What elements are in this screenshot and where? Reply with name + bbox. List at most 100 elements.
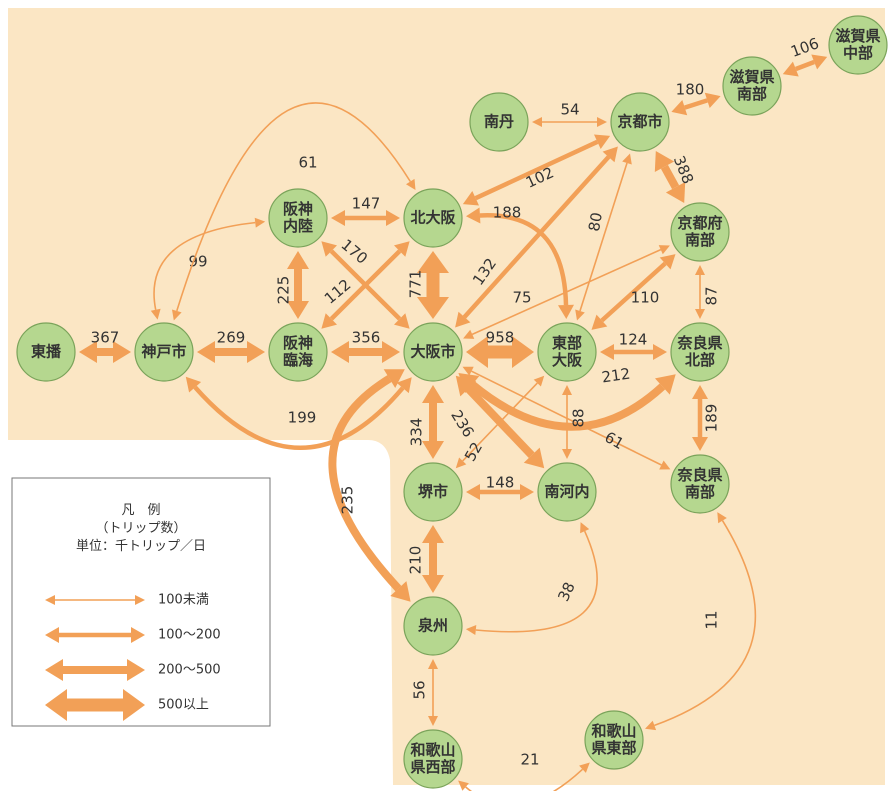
flow-arrowhead: [655, 374, 676, 395]
flow-arrowhead: [580, 522, 590, 534]
flow-value-label: 199: [288, 409, 317, 427]
flow-arrowhead: [665, 182, 686, 203]
flow-value-label: 771: [407, 270, 425, 299]
node-label: 阪神: [283, 334, 313, 352]
flow-arrowhead: [594, 134, 611, 149]
node-label: 南部: [685, 231, 715, 249]
legend-arrowhead: [123, 689, 145, 721]
region-background: [8, 8, 885, 785]
flow-sakai-minami_kawachi: 148: [466, 474, 534, 500]
flow-arrowhead: [602, 146, 618, 163]
flow-arrowhead: [466, 207, 481, 224]
legend-item: 200～500: [45, 659, 221, 681]
flow-arrowhead: [782, 61, 799, 77]
node-label: 大阪市: [410, 343, 455, 361]
node-label: 北部: [685, 351, 715, 369]
flow-arrowhead: [455, 457, 467, 469]
flow-line: [471, 370, 662, 466]
node-circle: [268, 188, 328, 248]
flow-arrowhead: [386, 210, 400, 226]
node-osaka: 大阪市: [403, 322, 463, 382]
flow-line: [153, 221, 256, 310]
flow-kobe-osaka: 199: [185, 376, 412, 450]
node-label: 南丹: [484, 113, 514, 131]
flow-arrowhead: [562, 449, 572, 459]
flow-arrowhead: [321, 241, 337, 257]
node-minami_kawachi: 南河内: [537, 462, 597, 522]
flow-line: [654, 520, 757, 727]
legend: 凡 例 （トリップ数） 単位：千トリップ／日 100未満100～200200～5…: [11, 477, 271, 727]
nodes-layer: 東播神戸市阪神臨海阪神内陸北大阪大阪市南丹京都市滋賀県南部滋賀県中部京都府南部東…: [16, 15, 888, 789]
flow-kyotofu_nanbu-nara_hokubu: 87: [695, 265, 721, 319]
flow-arrowhead: [396, 377, 412, 394]
flow-value-label: 80: [585, 211, 606, 233]
flow-value-label: 124: [619, 331, 648, 349]
flow-value-label: 189: [703, 404, 721, 433]
node-label: 内陸: [283, 217, 313, 235]
legend-item: 500以上: [45, 689, 209, 721]
node-label: 中部: [843, 44, 873, 62]
flow-osaka-tobu_osaka: 958: [466, 329, 534, 368]
flow-value-label: 54: [560, 101, 579, 119]
flow-arrowhead: [382, 341, 400, 363]
flow-kita_osaka-kyoto: 102: [462, 134, 611, 206]
flow-kobe-hanshin_nairiku: 99: [150, 217, 266, 320]
node-label: 阪神: [283, 200, 313, 218]
flow-arrowhead: [428, 716, 438, 726]
node-label: 南部: [685, 483, 715, 501]
legend-subtitle: （トリップ数）: [95, 521, 186, 536]
flow-arrowhead: [406, 178, 416, 190]
flow-arrowhead: [659, 254, 676, 270]
flow-kita_osaka-osaka: 771: [407, 251, 449, 319]
legend-arrowhead: [127, 659, 145, 681]
node-circle: [584, 710, 644, 770]
flow-senshu-wakayama_seibu: 56: [411, 659, 438, 726]
flow-arrowhead: [113, 341, 131, 363]
flow-line: [193, 385, 405, 450]
flow-arrowhead: [383, 369, 405, 388]
flow-hanshin_nairiku-hanshin_rinkai: 225: [275, 251, 309, 319]
flow-arrowhead: [659, 460, 671, 470]
legend-label: 500以上: [158, 698, 209, 713]
flow-arrowhead: [654, 151, 675, 172]
flow-value-label: 367: [91, 329, 120, 347]
node-label: 県東部: [591, 739, 636, 757]
flow-value-label: 56: [411, 680, 429, 699]
flow-value-label: 188: [493, 204, 522, 222]
flow-arrowhead: [287, 251, 309, 269]
legend-title: 凡 例: [121, 503, 160, 518]
flow-value-label: 356: [352, 329, 381, 347]
flow-arrowhead: [653, 344, 667, 360]
flow-line: [465, 768, 584, 791]
flow-arrowhead: [331, 341, 349, 363]
flow-line: [328, 375, 402, 592]
flow-line: [469, 381, 666, 431]
node-label: 和歌山: [591, 722, 636, 740]
node-sakai: 堺市: [403, 462, 463, 522]
flow-value-label: 88: [570, 408, 588, 427]
node-senshu: 泉州: [403, 596, 463, 656]
flow-arrowhead: [172, 309, 182, 321]
flow-value-label: 334: [408, 418, 426, 447]
flow-line: [600, 261, 667, 323]
node-kobe: 神戸市: [134, 322, 194, 382]
flow-arrowhead: [562, 385, 572, 395]
flow-arrowhead: [811, 54, 828, 70]
flow-arrowhead: [331, 210, 345, 226]
node-circle: [403, 729, 463, 789]
node-label: 泉州: [417, 617, 448, 635]
node-label: 県西部: [410, 758, 455, 776]
flow-hanshin_nairiku-kita_osaka: 147: [331, 195, 400, 226]
flow-arrowhead: [185, 376, 202, 393]
flow-arrowhead: [658, 245, 670, 255]
flow-value-label: 269: [217, 329, 246, 347]
flow-arrowhead: [458, 780, 469, 791]
legend-item: 100未満: [45, 593, 209, 608]
flow-arrowhead: [254, 217, 266, 228]
